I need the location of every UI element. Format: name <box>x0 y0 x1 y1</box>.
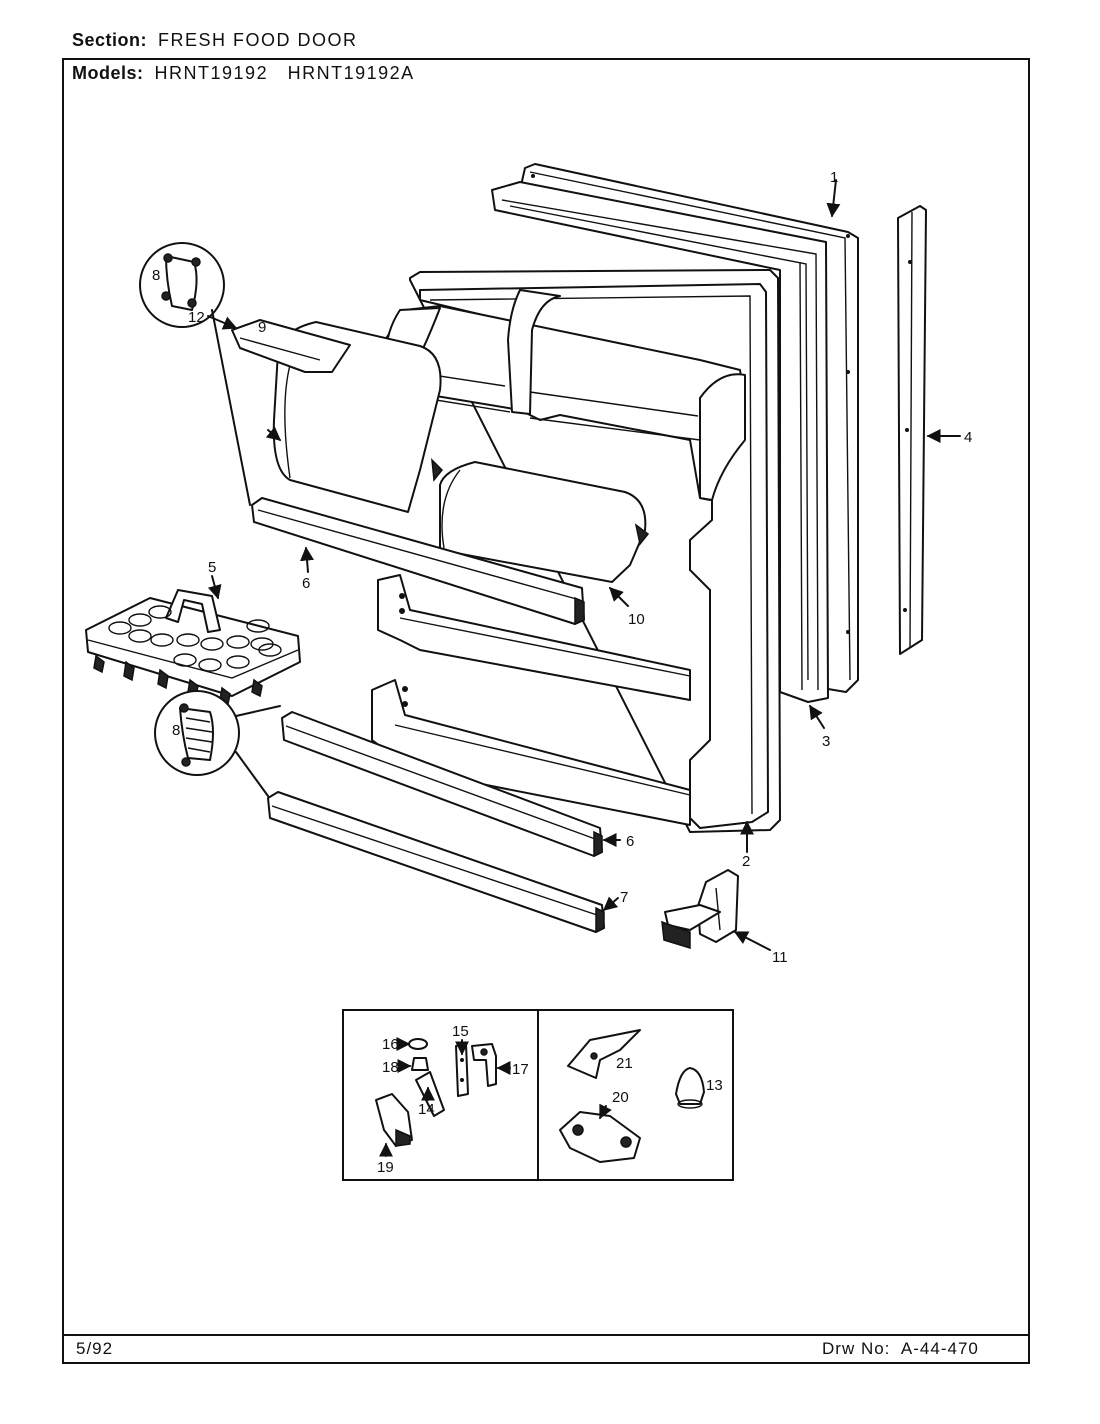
retainer-bar-bottom <box>267 791 605 934</box>
callout-13: 13 <box>706 1077 723 1094</box>
callout-17: 17 <box>512 1061 529 1078</box>
section-label: Section: <box>72 30 148 50</box>
section-heading: Section: FRESH FOOD DOOR <box>72 30 358 51</box>
hardware-inset <box>342 1009 734 1181</box>
callout-2: 2 <box>742 853 750 870</box>
callout-8-lower: 8 <box>172 722 180 739</box>
leader-lines <box>207 179 961 1157</box>
end-cap-detail-lower <box>154 690 281 797</box>
end-cap-detail-upper <box>139 242 251 506</box>
door-gasket <box>491 181 829 703</box>
callout-11: 11 <box>772 949 788 966</box>
models-label: Models: <box>72 63 144 83</box>
callout-19: 19 <box>377 1159 394 1176</box>
drawing-frame <box>62 58 1030 1364</box>
callout-21: 21 <box>616 1055 633 1072</box>
retainer-bar-upper <box>251 497 585 626</box>
dairy-door-right <box>439 461 650 583</box>
egg-tray <box>85 589 301 706</box>
callout-12: 12 <box>188 309 205 326</box>
callout-15: 15 <box>452 1023 469 1040</box>
models-value: HRNT19192 HRNT19192A <box>154 63 415 83</box>
models-heading: Models: HRNT19192 HRNT19192A <box>72 63 415 84</box>
callout-3: 3 <box>822 733 830 750</box>
callout-16: 16 <box>382 1036 399 1053</box>
callout-6-lower: 6 <box>626 833 634 850</box>
door-stop <box>661 869 739 950</box>
callout-6-upper: 6 <box>302 575 310 592</box>
retainer-bar-lower <box>281 711 603 858</box>
callout-20: 20 <box>612 1089 629 1106</box>
callout-4: 4 <box>964 429 972 446</box>
section-value: FRESH FOOD DOOR <box>158 30 358 50</box>
callout-14: 14 <box>418 1101 435 1118</box>
footer-rule <box>62 1334 1030 1336</box>
drawing-number: A-44-470 <box>900 1339 979 1358</box>
drawing-label: Drw No: <box>822 1339 891 1358</box>
footer-drawing-number: Drw No: A-44-470 <box>822 1339 979 1359</box>
callout-18: 18 <box>382 1059 399 1076</box>
top-handle-trim <box>231 319 351 373</box>
callout-1: 1 <box>830 169 838 186</box>
footer-date: 5/92 <box>76 1339 114 1358</box>
callout-8-upper: 8 <box>152 267 160 284</box>
callout-7: 7 <box>620 889 628 906</box>
callout-9: 9 <box>258 319 266 336</box>
callout-5: 5 <box>208 559 216 576</box>
callout-10: 10 <box>628 611 645 628</box>
trim-strip <box>897 205 927 655</box>
